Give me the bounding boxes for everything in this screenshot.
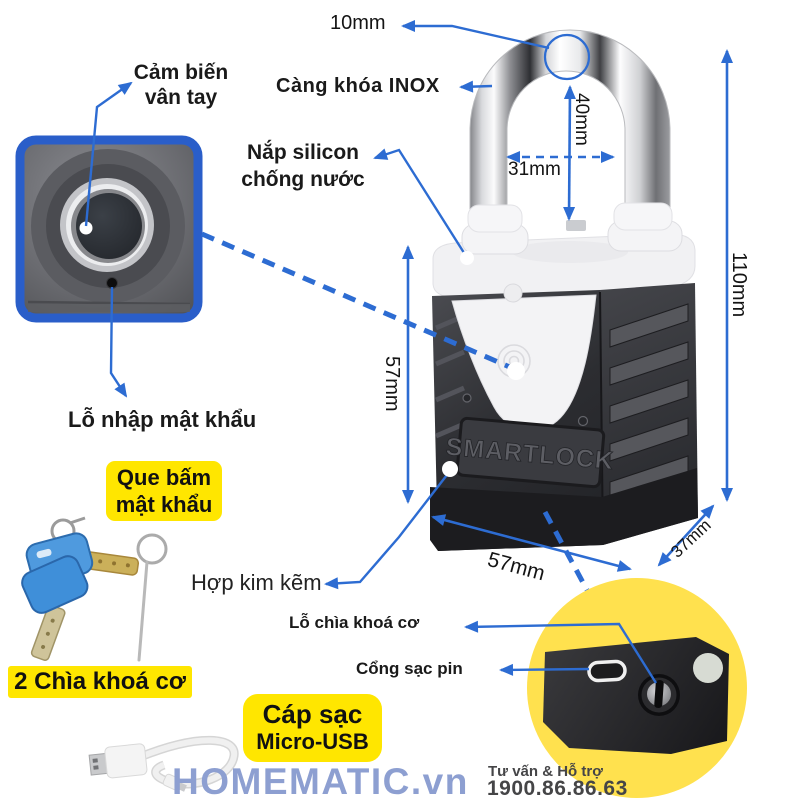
line-10mm	[401, 20, 550, 50]
latch-tab	[566, 220, 586, 231]
reset-hole-cover	[693, 653, 723, 683]
anchor-dot-fingerprint-zone	[507, 362, 525, 380]
dim-label-shackle-diameter: 10mm	[330, 12, 386, 34]
micro-usb-port	[587, 659, 627, 683]
mechanical-keyhole	[638, 674, 680, 716]
lock-bottom-face	[543, 637, 729, 754]
line-keyhole	[464, 620, 658, 684]
line-inox	[459, 80, 493, 93]
silicon-caps	[461, 202, 683, 255]
fingerprint-sensor-label: Cảm biến vân tay	[131, 60, 231, 110]
shackle-detail-circle	[543, 33, 591, 81]
anchor-dot-sensor	[79, 221, 93, 235]
fingerprint-label-line1: Cảm biến	[133, 61, 229, 84]
cable-label-line1: Cáp sạc	[262, 699, 363, 729]
usb-a-plug	[88, 743, 148, 779]
line-fingerprint	[84, 81, 133, 227]
charge-port-label: Cổng sạc pin	[356, 659, 463, 678]
line-charge-port	[499, 663, 590, 676]
zinc-alloy-label: Hợp kim kẽm	[191, 570, 322, 595]
engraved-plate: SMARTLOCK	[444, 416, 615, 489]
cover-shadow	[512, 241, 628, 263]
usb-cable-photo	[88, 735, 239, 792]
line-silicon	[373, 148, 468, 257]
support-label: Tư vấn & Hỗ trợ	[488, 763, 603, 780]
mechanical-keyhole-label: Lỗ chìa khoá cơ	[289, 613, 420, 632]
password-hole-label: Lỗ nhập mật khẩu	[68, 407, 257, 432]
body-screws	[462, 393, 589, 427]
password-stick-label: Que bấm mật khẩu	[106, 461, 222, 521]
dim-label-shackle-width: 31mm	[508, 159, 561, 180]
silicon-label-line1: Nắp silicon	[246, 141, 360, 164]
padlock-illustration: SMARTLOCK	[430, 29, 698, 551]
dim-label-shackle-height: 40mm	[571, 93, 592, 146]
line-password-hole	[109, 286, 128, 398]
line-zinc	[324, 470, 451, 590]
mechanical-keys-label: 2 Chìa khoá cơ	[8, 666, 192, 698]
bib-button	[503, 283, 523, 303]
anchor-dots	[442, 251, 525, 477]
dimension-lines	[402, 49, 733, 572]
dash-fingerprint	[201, 231, 513, 371]
shackle	[469, 29, 671, 233]
anchor-dot-zinc	[442, 461, 458, 477]
body-side-ribs	[609, 303, 689, 500]
silicon-label-line2: chống nước	[241, 168, 365, 191]
password-stick-line1: Que bấm	[116, 465, 212, 490]
micro-usb-plug	[162, 773, 187, 792]
callout-lines	[84, 20, 658, 684]
fingerprint-inset-photo	[15, 135, 203, 323]
fingerprint-label-line2: vân tay	[144, 86, 218, 109]
dim-37mm	[657, 504, 715, 567]
password-hole	[106, 277, 118, 289]
password-stick-line2: mật khẩu	[115, 492, 213, 517]
shackle-inox-label: Càng khóa INOX	[276, 75, 440, 97]
keys-photo	[21, 516, 140, 661]
inset-seam	[27, 300, 191, 306]
bottom-view-photo	[527, 578, 747, 798]
charging-cable-label: Cáp sạc Micro-USB	[243, 694, 382, 762]
fingerprint-sensor	[76, 193, 142, 259]
brand-logo: HOMEMATIC.vn	[172, 761, 469, 800]
silicon-cap-label: Nắp silicon chống nước	[234, 139, 372, 193]
anchor-dot-silicon	[460, 251, 474, 265]
cable-label-line2: Micro-USB	[256, 729, 369, 754]
reset-pin-photo	[136, 533, 168, 662]
dim-label-total-height: 110mm	[728, 252, 750, 318]
hotline-number: 1900.86.86.63	[487, 777, 628, 800]
dim-label-body-height: 57mm	[381, 356, 403, 412]
dim-57mm-width	[431, 514, 632, 572]
